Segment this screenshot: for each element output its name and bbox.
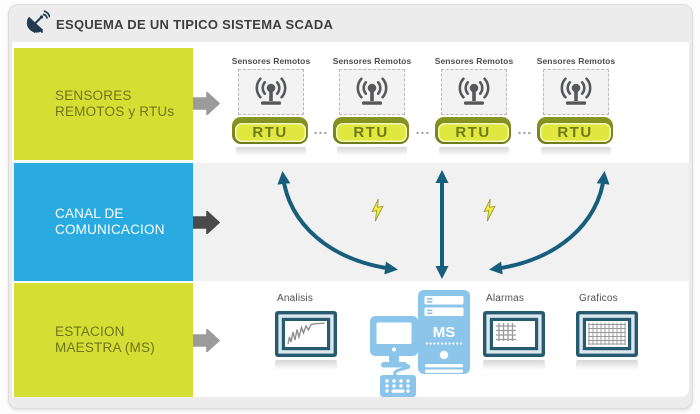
ellipsis-separator: ... bbox=[415, 121, 431, 137]
analisis-monitor-icon bbox=[275, 311, 337, 357]
band-canal-arrow-icon bbox=[193, 211, 220, 234]
band-canal-line1: CANAL DE bbox=[55, 206, 124, 221]
band-estacion-arrow-icon bbox=[193, 329, 220, 352]
alarmas-monitor-icon bbox=[483, 311, 545, 357]
graficos-monitor-icon bbox=[576, 311, 638, 357]
full-grid-glyph bbox=[588, 322, 626, 345]
rtu-reflection bbox=[236, 147, 306, 156]
sensor-label: Sensores Remotos bbox=[231, 56, 311, 66]
sensor-box bbox=[543, 69, 609, 115]
master-station-computer-icon: MS bbox=[370, 290, 470, 397]
curved-arrow-right bbox=[489, 171, 610, 275]
partial-grid-glyph bbox=[496, 323, 516, 341]
band-sensores-remotos: SENSORES REMOTOS y RTUs bbox=[14, 48, 193, 160]
sensor-unit: Sensores Remotos RTU bbox=[424, 56, 524, 156]
sensor-label: Sensores Remotos bbox=[434, 56, 514, 66]
alarmas-label: Alarmas bbox=[486, 293, 525, 304]
sensor-unit: Sensores Remotos RTU bbox=[526, 56, 626, 156]
band-canal-line2: COMUNICACION bbox=[55, 222, 165, 237]
band-sensores-arrow-icon bbox=[193, 92, 220, 115]
page-title: ESQUEMA DE UN TIPICO SISTEMA SCADA bbox=[56, 17, 334, 32]
sensor-box bbox=[339, 69, 405, 115]
rtu-label: RTU bbox=[234, 123, 306, 142]
antenna-icon bbox=[356, 77, 388, 105]
sensor-label: Sensores Remotos bbox=[536, 56, 616, 66]
rtu-node: RTU bbox=[435, 117, 511, 144]
band-canal-comunicacion: CANAL DE COMUNICACION bbox=[14, 163, 193, 281]
rtu-reflection bbox=[337, 147, 407, 156]
antenna-icon bbox=[458, 77, 490, 105]
rtu-reflection bbox=[541, 147, 611, 156]
antenna-icon bbox=[255, 77, 287, 105]
ellipsis-separator: ... bbox=[313, 121, 329, 137]
cable bbox=[393, 363, 411, 378]
sensor-unit: Sensores Remotos RTU bbox=[322, 56, 422, 156]
band-estacion-line2: MAESTRA (MS) bbox=[55, 340, 155, 355]
analisis-label: Analisis bbox=[277, 293, 314, 304]
monitor-reflection bbox=[576, 360, 638, 370]
ellipsis-separator: ... bbox=[517, 121, 533, 137]
rtu-node: RTU bbox=[537, 117, 613, 144]
line-chart-glyph bbox=[287, 322, 325, 345]
lightning-bolt-icon bbox=[371, 198, 384, 222]
antenna-icon bbox=[560, 77, 592, 105]
sensor-box bbox=[238, 69, 304, 115]
lightning-bolt-icon bbox=[483, 198, 496, 222]
band-estacion-line1: ESTACION bbox=[55, 324, 125, 339]
ms-tower-label: MS bbox=[433, 324, 456, 341]
rtu-reflection bbox=[439, 147, 509, 156]
rtu-label: RTU bbox=[437, 123, 509, 142]
graficos-label: Graficos bbox=[579, 293, 618, 304]
monitor-reflection bbox=[483, 360, 545, 370]
curved-arrow-left bbox=[277, 171, 398, 275]
monitor-reflection bbox=[275, 360, 337, 370]
band-estacion-maestra: ESTACION MAESTRA (MS) bbox=[14, 283, 193, 397]
rtu-label: RTU bbox=[335, 123, 407, 142]
rtu-node: RTU bbox=[232, 117, 308, 144]
satellite-dish-icon bbox=[26, 10, 50, 33]
sensor-unit: Sensores Remotos RTU bbox=[221, 56, 321, 156]
sensor-box bbox=[441, 69, 507, 115]
band-sensores-line1: SENSORES bbox=[55, 88, 132, 103]
rtu-node: RTU bbox=[333, 117, 409, 144]
rtu-label: RTU bbox=[539, 123, 611, 142]
communication-arrows bbox=[277, 170, 610, 279]
sensor-label: Sensores Remotos bbox=[332, 56, 412, 66]
band-sensores-line2: REMOTOS y RTUs bbox=[55, 104, 175, 119]
